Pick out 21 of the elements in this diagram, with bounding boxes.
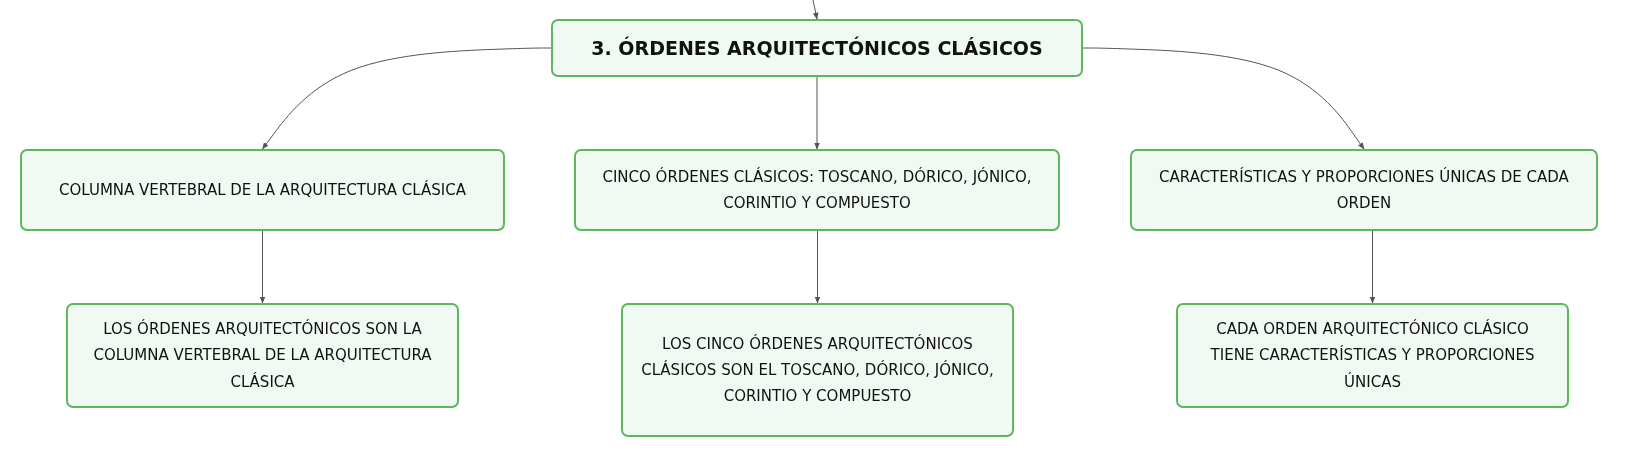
arrow (1082, 47, 1365, 150)
node-text: COLUMNA VERTEBRAL DE LA ARQUITECTURA CLÁSICA (59, 179, 466, 201)
arrow (262, 47, 552, 150)
node-text: LOS CINCO ÓRDENES ARQUITECTÓNICOS CLÁSICOS SON EL TOSCANO, DÓRICO, JÓNICO, CORINTIO Y COMPUESTO (640, 333, 995, 408)
node-text: CADA ORDEN ARQUITECTÓNICO CLÁSICO TIENE CARACTERÍSTICAS Y PROPORCIONES ÚNICAS (1209, 318, 1536, 393)
topic-box (551, 19, 1083, 77)
concept-box (20, 149, 505, 231)
arrow (259, 230, 266, 304)
node-text: CARACTERÍSTICAS Y PROPORCIONES ÚNICAS DE CADA ORDEN (1158, 166, 1570, 214)
node-text: CINCO ÓRDENES CLÁSICOS: TOSCANO, DÓRICO, JÓNICO, CORINTIO Y COMPUESTO (601, 166, 1033, 214)
concept-box (621, 303, 1014, 437)
concept-box (1130, 149, 1598, 231)
concept-box (1176, 303, 1569, 408)
concept-box (66, 303, 459, 408)
concept-box (574, 149, 1060, 231)
node-text: LOS ÓRDENES ARQUITECTÓNICOS SON LA COLUMNA VERTEBRAL DE LA ARQUITECTURA CLÁSICA (92, 318, 433, 393)
arrow (814, 230, 821, 304)
arrow (812, 0, 819, 20)
arrow (814, 76, 820, 150)
arrow (1369, 230, 1376, 304)
node-text: 3. ÓRDENES ARQUITECTÓNICOS CLÁSICOS (591, 35, 1043, 61)
